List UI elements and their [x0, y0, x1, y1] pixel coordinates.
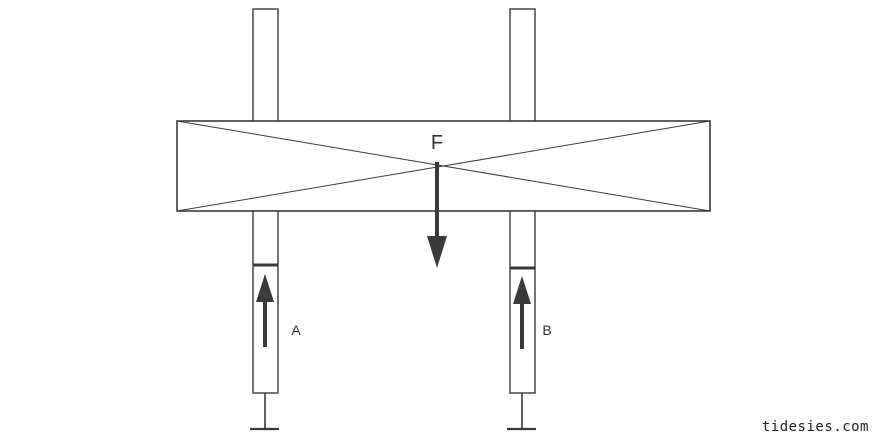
support-right: [507, 210, 536, 431]
watermark: tidesies.com: [761, 419, 869, 435]
support-right-label: B: [542, 322, 551, 338]
beam: [176, 120, 711, 212]
support-left: [250, 210, 279, 431]
support-left-arrow-head: [256, 274, 274, 302]
load-label: F: [431, 132, 443, 154]
upper-column-right: [509, 8, 536, 123]
support-right-arrow-head: [513, 276, 531, 304]
load-arrow: [427, 162, 447, 268]
load-arrow-head: [427, 236, 447, 268]
support-left-label: A: [291, 322, 301, 338]
upper-column-left: [252, 8, 279, 123]
beam-diagonal-2: [176, 120, 711, 212]
